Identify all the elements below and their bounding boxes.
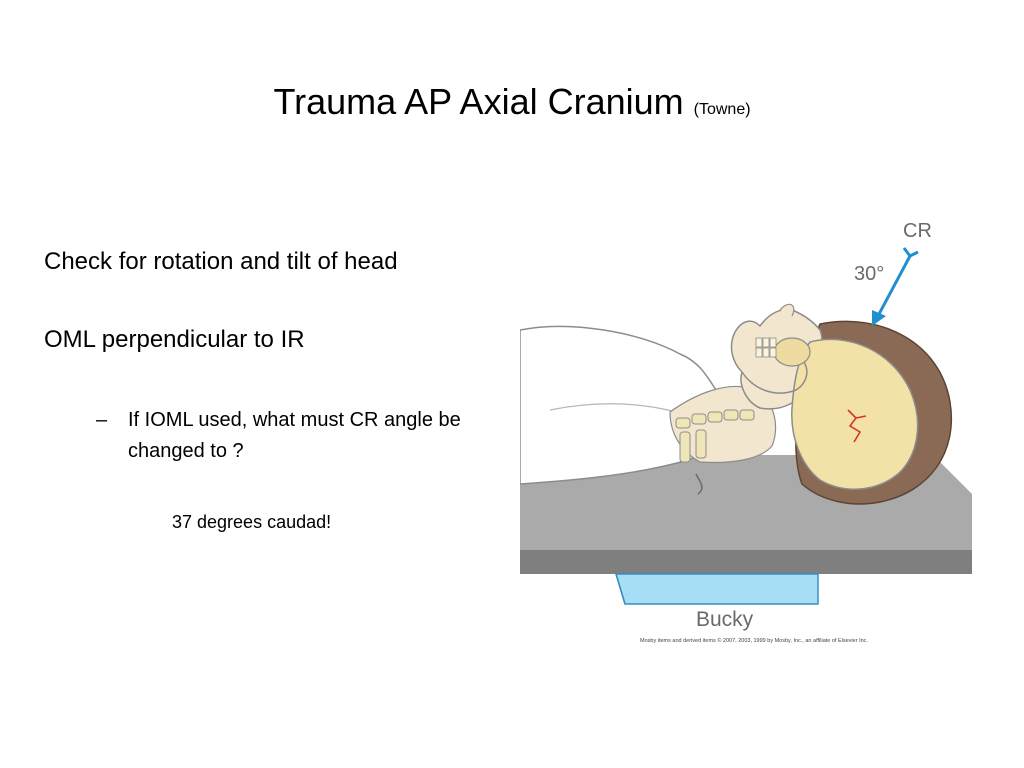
- skull-fracture: [847, 409, 867, 443]
- bucky-label: Bucky: [696, 608, 754, 631]
- copyright-caption: Mosby items and derived items © 2007, 20…: [640, 637, 868, 644]
- cr-label: CR: [903, 220, 932, 242]
- cervical-spine: [675, 409, 755, 463]
- sub-bullet-dash: –: [96, 409, 108, 431]
- angle-label: 30°: [854, 263, 884, 285]
- bucky-tray: [614, 573, 819, 605]
- bullet-rotation-check: Check for rotation and tilt of head: [44, 248, 398, 275]
- bucky-tray-edge: [615, 573, 626, 605]
- bullet-oml-perpendicular: OML perpendicular to IR: [44, 326, 305, 353]
- slide-subtitle: (Towne): [693, 101, 751, 118]
- central-ray-arrow: [876, 255, 912, 317]
- patient-nose: [779, 303, 795, 317]
- skull-cranium: [791, 338, 919, 490]
- upper-teeth: [755, 337, 777, 358]
- central-ray-tail: [902, 247, 919, 258]
- gown-string: [695, 473, 703, 495]
- sub-bullet-text: If IOML used, what must CR angle be chan…: [128, 409, 461, 462]
- skull-mandible: [741, 361, 808, 394]
- table-edge: [520, 550, 972, 574]
- slide-title-main: Trauma AP Axial Cranium: [273, 81, 684, 122]
- slide-title: Trauma AP Axial Cranium (Towne): [0, 78, 1024, 134]
- answer-text: 37 degrees caudad!: [172, 512, 332, 532]
- central-ray-arrowhead: [872, 310, 886, 326]
- towne-positioning-illustration: CR 30° Bucky Mosby items and derived ite…: [520, 220, 972, 644]
